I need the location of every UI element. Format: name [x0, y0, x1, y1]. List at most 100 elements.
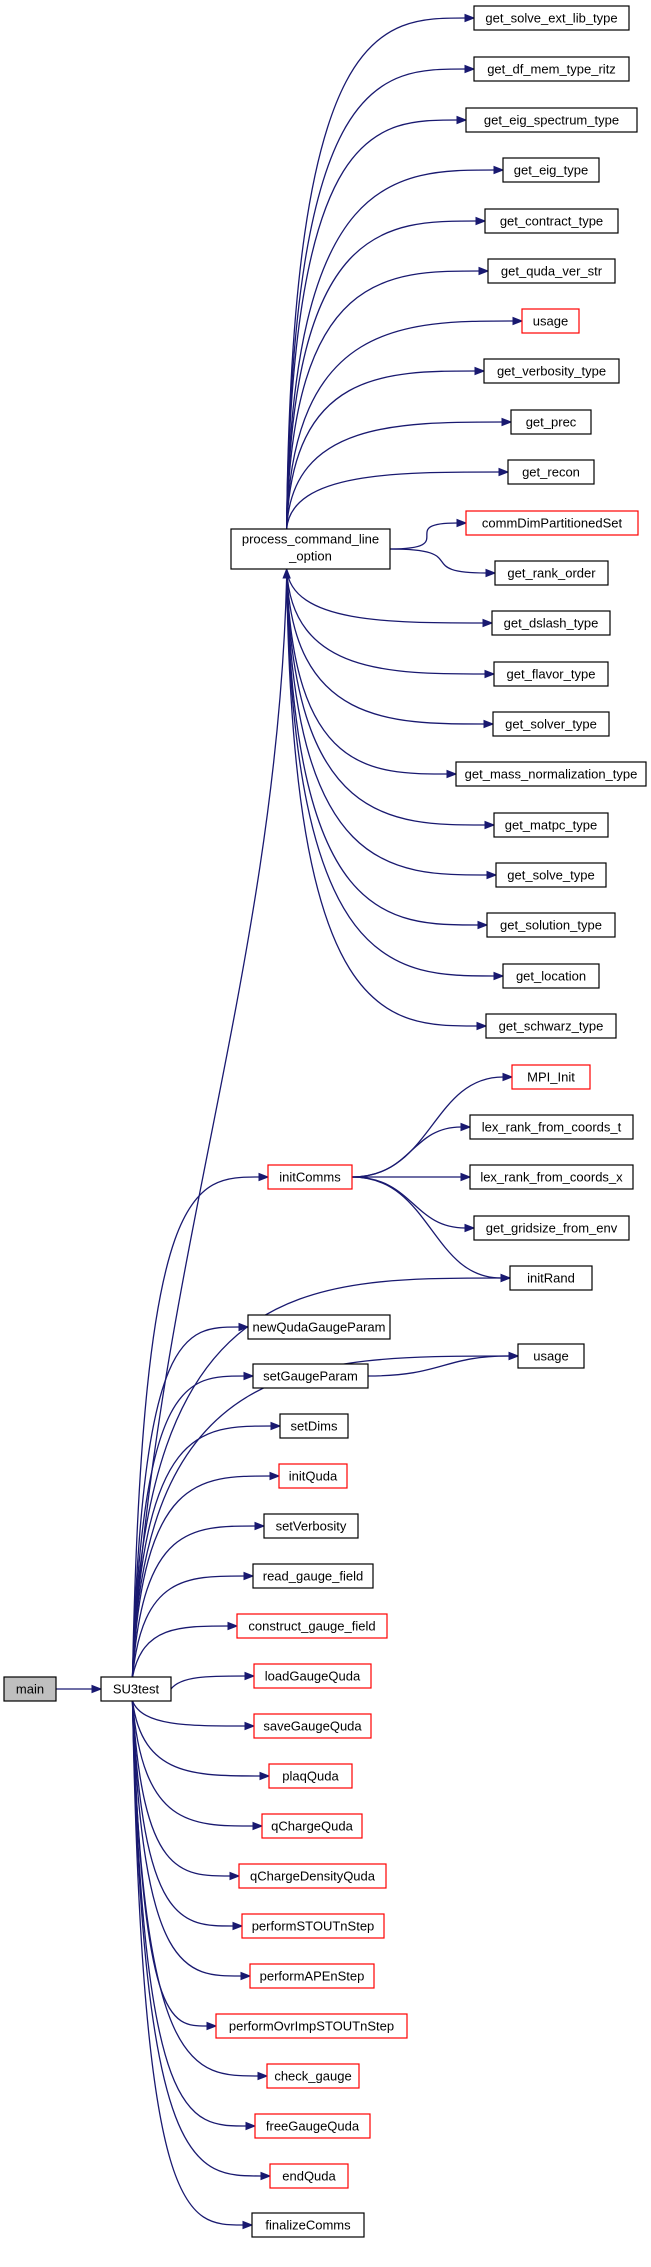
node-box[interactable] [261, 1813, 363, 1839]
node-perform-ovr-imp-stoutn-step[interactable]: performOvrImpSTOUTnStep [215, 2013, 408, 2039]
node-get-mass-normalization-type[interactable]: get_mass_normalization_type [455, 761, 647, 787]
node-free-gauge-quda[interactable]: freeGaugeQuda [254, 2113, 371, 2139]
node-box[interactable] [465, 510, 639, 536]
node-box[interactable] [3, 1676, 57, 1702]
node-box[interactable] [469, 1114, 634, 1140]
node-box[interactable] [268, 1763, 353, 1789]
node-main[interactable]: main [3, 1676, 57, 1702]
node-box[interactable] [278, 1463, 348, 1489]
node-get-verbosity-type[interactable]: get_verbosity_type [483, 358, 620, 384]
node-box[interactable] [495, 862, 607, 888]
node-box[interactable] [254, 2113, 371, 2139]
node-box[interactable] [487, 258, 616, 284]
node-get-schwarz-type[interactable]: get_schwarz_type [485, 1013, 617, 1039]
node-comm-dim-partitioned-set[interactable]: commDimPartitionedSet [465, 510, 639, 536]
node-get-solver-type[interactable]: get_solver_type [492, 711, 610, 737]
node-check-gauge[interactable]: check_gauge [266, 2063, 360, 2089]
node-box[interactable] [507, 459, 595, 485]
node-box[interactable] [252, 1563, 374, 1589]
node-set-verbosity[interactable]: setVerbosity [263, 1513, 359, 1539]
node-box[interactable] [230, 528, 391, 570]
node-box[interactable] [511, 1064, 591, 1090]
node-box[interactable] [521, 308, 580, 334]
node-read-gauge-field[interactable]: read_gauge_field [252, 1563, 374, 1589]
node-init-comms[interactable]: initComms [267, 1164, 353, 1190]
node-box[interactable] [455, 761, 647, 787]
node-save-gauge-quda[interactable]: saveGaugeQuda [253, 1713, 372, 1739]
node-get-rank-order[interactable]: get_rank_order [494, 560, 609, 586]
node-init-quda[interactable]: initQuda [278, 1463, 348, 1489]
node-box[interactable] [215, 2013, 408, 2039]
node-new-quda-gauge-param[interactable]: newQudaGaugeParam [247, 1314, 391, 1340]
node-box[interactable] [510, 409, 592, 435]
node-box[interactable] [269, 2163, 349, 2189]
node-box[interactable] [483, 358, 620, 384]
node-box[interactable] [494, 560, 609, 586]
node-box[interactable] [100, 1676, 172, 1702]
node-end-quda[interactable]: endQuda [269, 2163, 349, 2189]
node-get-location[interactable]: get_location [502, 963, 600, 989]
node-get-contract-type[interactable]: get_contract_type [484, 208, 619, 234]
node-perform-stoutn-step[interactable]: performSTOUTnStep [241, 1913, 385, 1939]
node-get-quda-ver-str[interactable]: get_quda_ver_str [487, 258, 616, 284]
node-get-prec[interactable]: get_prec [510, 409, 592, 435]
node-construct-gauge-field[interactable]: construct_gauge_field [236, 1613, 388, 1639]
node-box[interactable] [238, 1863, 387, 1889]
node-box[interactable] [253, 1713, 372, 1739]
node-box[interactable] [484, 208, 619, 234]
node-get-gridsize-from-env[interactable]: get_gridsize_from_env [473, 1215, 630, 1241]
node-init-rand[interactable]: initRand [509, 1265, 593, 1291]
node-box[interactable] [491, 610, 611, 636]
node-su3test[interactable]: SU3test [100, 1676, 172, 1702]
node-mpi-init[interactable]: MPI_Init [511, 1064, 591, 1090]
node-box[interactable] [465, 107, 638, 133]
node-get-dslash-type[interactable]: get_dslash_type [491, 610, 611, 636]
node-box[interactable] [253, 1663, 372, 1689]
node-box[interactable] [473, 56, 630, 82]
node-box[interactable] [279, 1413, 349, 1439]
node-finalize-comms[interactable]: finalizeComms [251, 2212, 365, 2238]
node-get-solve-ext-lib-type[interactable]: get_solve_ext_lib_type [473, 5, 630, 31]
node-box[interactable] [492, 711, 610, 737]
node-box[interactable] [502, 963, 600, 989]
node-process-command-line-option[interactable]: process_command_line_option [230, 528, 391, 570]
node-plaq-quda[interactable]: plaqQuda [268, 1763, 353, 1789]
node-box[interactable] [469, 1164, 634, 1190]
node-box[interactable] [251, 2212, 365, 2238]
node-get-eig-spectrum-type[interactable]: get_eig_spectrum_type [465, 107, 638, 133]
node-box[interactable] [473, 1215, 630, 1241]
node-lex-rank-from-coords-t[interactable]: lex_rank_from_coords_t [469, 1114, 634, 1140]
node-box[interactable] [267, 1164, 353, 1190]
node-box[interactable] [493, 661, 609, 687]
node-box[interactable] [509, 1265, 593, 1291]
node-box[interactable] [241, 1913, 385, 1939]
node-get-flavor-type[interactable]: get_flavor_type [493, 661, 609, 687]
node-q-charge-quda[interactable]: qChargeQuda [261, 1813, 363, 1839]
node-box[interactable] [266, 2063, 360, 2089]
node-box[interactable] [252, 1363, 369, 1389]
node-set-gauge-param[interactable]: setGaugeParam [252, 1363, 369, 1389]
node-get-recon[interactable]: get_recon [507, 459, 595, 485]
node-box[interactable] [493, 812, 609, 838]
node-box[interactable] [236, 1613, 388, 1639]
node-box[interactable] [486, 912, 616, 938]
node-get-eig-type[interactable]: get_eig_type [502, 157, 600, 183]
node-set-dims[interactable]: setDims [279, 1413, 349, 1439]
node-lex-rank-from-coords-x[interactable]: lex_rank_from_coords_x [469, 1164, 634, 1190]
node-get-solution-type[interactable]: get_solution_type [486, 912, 616, 938]
node-get-df-mem-type-ritz[interactable]: get_df_mem_type_ritz [473, 56, 630, 82]
node-box[interactable] [247, 1314, 391, 1340]
node-box[interactable] [263, 1513, 359, 1539]
node-usage-top[interactable]: usage [521, 308, 580, 334]
node-box[interactable] [249, 1963, 375, 1989]
node-box[interactable] [517, 1343, 585, 1369]
node-usage-mid[interactable]: usage [517, 1343, 585, 1369]
node-get-solve-type[interactable]: get_solve_type [495, 862, 607, 888]
node-load-gauge-quda[interactable]: loadGaugeQuda [253, 1663, 372, 1689]
node-q-charge-density-quda[interactable]: qChargeDensityQuda [238, 1863, 387, 1889]
node-perform-apen-step[interactable]: performAPEnStep [249, 1963, 375, 1989]
node-box[interactable] [502, 157, 600, 183]
node-get-matpc-type[interactable]: get_matpc_type [493, 812, 609, 838]
node-box[interactable] [473, 5, 630, 31]
node-box[interactable] [485, 1013, 617, 1039]
